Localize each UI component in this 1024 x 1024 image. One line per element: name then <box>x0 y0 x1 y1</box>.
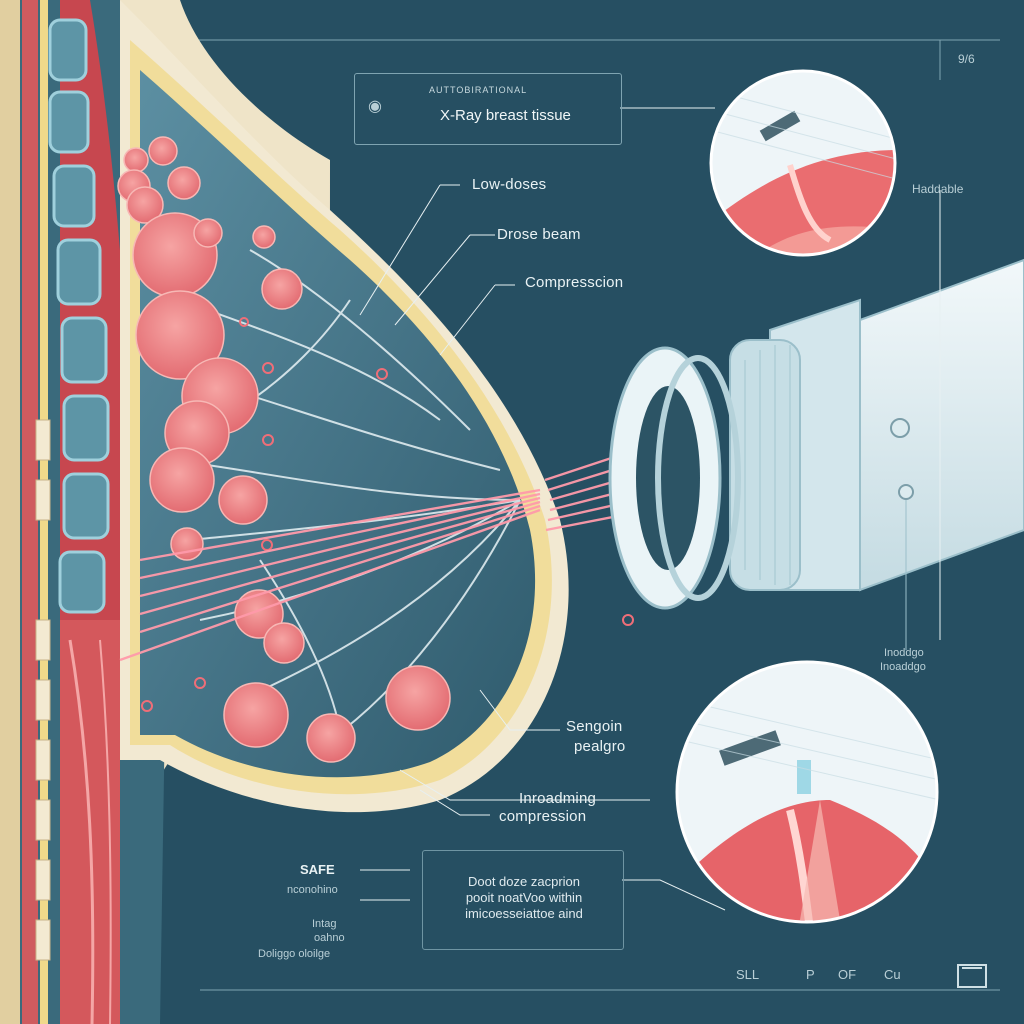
label-haddable: Haddable <box>912 182 964 196</box>
info-line-1: Doot doze zacprion <box>467 874 580 889</box>
info-line-2: pooit noatVoo within <box>465 890 583 905</box>
detail-circle-bottom <box>675 660 939 924</box>
bottom-code-2: P <box>806 967 815 982</box>
callout-drose-beam: Drose beam <box>497 226 581 243</box>
label-safe: SAFE <box>300 862 335 877</box>
label-inoddgo-2: Inoaddgo <box>880 661 926 673</box>
corner-code: 9/6 <box>958 52 975 66</box>
bottom-code-3: OF <box>838 967 857 982</box>
info-box-text: Doot doze zacprion pooit noatVoo within … <box>438 874 610 922</box>
info-box <box>422 850 624 950</box>
callout-sengoin: Sengoin <box>566 718 623 735</box>
bottom-code-4: Cu <box>884 967 901 982</box>
corner-square-icon <box>957 964 987 988</box>
title-small-text: AUTTOBIRATIONAL <box>429 85 528 95</box>
callout-inroadming: Inroadming <box>519 790 597 807</box>
info-line-3: imicoesseiattoe aind <box>465 906 583 921</box>
title-panel <box>354 73 622 145</box>
leader-lines <box>359 107 941 911</box>
note-line-3: oahno <box>314 932 345 944</box>
callout-low-doses: Low-doses <box>472 176 547 193</box>
small-markers <box>141 317 634 712</box>
detail-circle-top <box>709 69 897 257</box>
note-line-1: nconohino <box>287 884 338 896</box>
note-line-2: Intag <box>312 918 337 930</box>
title-main-text: X-Ray breast tissue <box>440 107 571 124</box>
xray-device <box>608 258 1024 650</box>
bottom-code-1: SLL <box>736 967 760 982</box>
label-inoddgo-1: Inoddgo <box>884 647 924 659</box>
callout-compression-2: compression <box>499 808 587 825</box>
logo-icon: ◉ <box>368 98 382 115</box>
callout-compression: Compresscion <box>525 274 624 291</box>
note-line-4: Doliggo oloilge <box>258 948 331 960</box>
lobules <box>117 136 451 763</box>
callout-pealgro: pealgro <box>574 738 626 755</box>
